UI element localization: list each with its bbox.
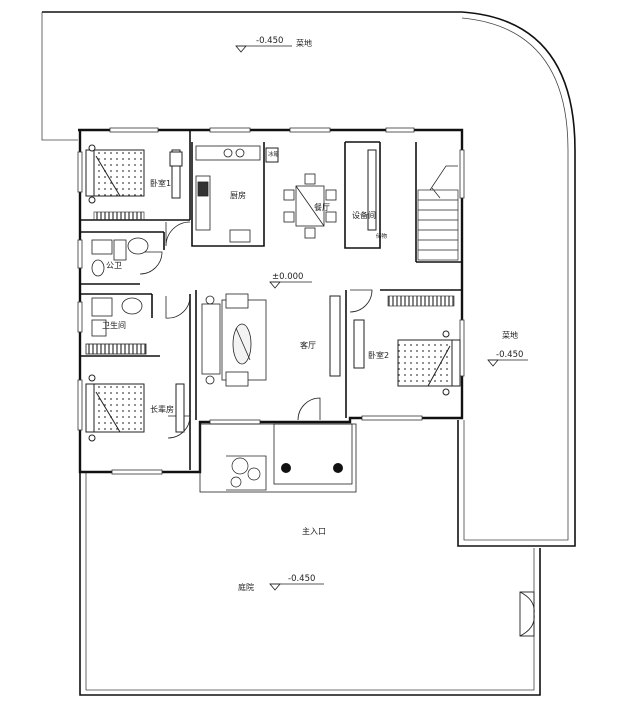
room-label-living: 客厅 xyxy=(300,340,316,350)
room-label-bathroom-public: 公卫 xyxy=(106,261,122,270)
column-icon xyxy=(281,463,291,473)
level-marker-top: -0.450 xyxy=(235,36,292,53)
porch xyxy=(199,423,357,493)
toilet-icon xyxy=(91,237,149,277)
bed-icon-2 xyxy=(387,295,461,396)
room-label-dining: 餐厅 xyxy=(314,203,330,212)
room-label-elder: 长辈房 xyxy=(150,404,174,414)
level-label-bottom: -0.450 xyxy=(288,574,315,584)
room-label-equipment: 设备间 xyxy=(352,210,376,220)
tv-cabinet-icon xyxy=(329,295,341,377)
room-label-vegetable-right: 菜地 xyxy=(502,330,518,340)
gate-icon xyxy=(519,591,535,637)
label-closet: 储物 xyxy=(376,232,388,240)
bed-icon xyxy=(85,144,145,221)
level-marker-right: -0.450 xyxy=(487,350,528,367)
room-label-bedroom1: 卧室1 xyxy=(150,178,171,188)
room-label-bathroom: 卫生间 xyxy=(102,320,126,330)
level-label-top: -0.450 xyxy=(256,36,283,46)
level-label-right: -0.450 xyxy=(496,350,523,360)
wardrobe-icon xyxy=(171,149,181,199)
desk-icon xyxy=(169,151,183,167)
room-label-courtyard: 庭院 xyxy=(238,582,254,592)
bed-icon-3 xyxy=(85,374,145,442)
wardrobe-icon-2 xyxy=(175,383,185,433)
fridge-icon xyxy=(265,147,279,163)
sink-icon xyxy=(85,297,147,355)
site-boundary-inner xyxy=(41,12,569,541)
room-label-kitchen: 厨房 xyxy=(230,190,246,200)
interior-walls xyxy=(80,130,462,470)
room-label-vegetable-top: 菜地 xyxy=(296,38,312,48)
windows xyxy=(77,127,465,475)
dining-table-icon xyxy=(283,173,337,239)
site-boundary xyxy=(42,11,576,547)
room-label-entrance: 主入口 xyxy=(302,526,326,536)
label-fridge: 冰箱 xyxy=(268,150,280,158)
kitchen-counter-icon xyxy=(195,145,261,243)
level-label-floor: ±0.000 xyxy=(272,272,303,282)
level-marker-floor: ±0.000 xyxy=(269,272,312,289)
sofa-icon xyxy=(201,293,267,387)
room-label-bedroom2: 卧室2 xyxy=(368,350,389,360)
plant-icon xyxy=(230,457,261,488)
level-marker-bottom: -0.450 xyxy=(269,574,324,591)
column-icon xyxy=(333,463,343,473)
courtyard-boundary xyxy=(79,472,541,696)
stairs-icon xyxy=(417,165,459,261)
shelf-icon xyxy=(367,149,377,231)
doors xyxy=(139,221,373,439)
desk-icon-2 xyxy=(353,319,365,369)
